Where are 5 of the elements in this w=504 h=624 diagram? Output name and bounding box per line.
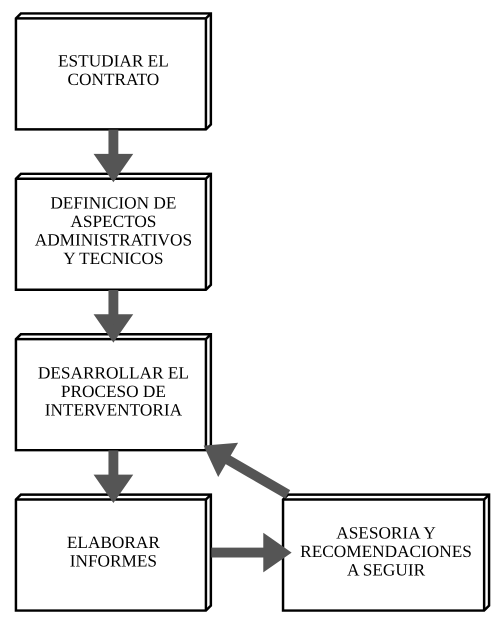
arrow xyxy=(93,130,133,182)
arrow xyxy=(203,442,290,499)
arrow xyxy=(210,532,292,572)
arrow xyxy=(93,450,133,504)
arrow xyxy=(93,290,133,343)
